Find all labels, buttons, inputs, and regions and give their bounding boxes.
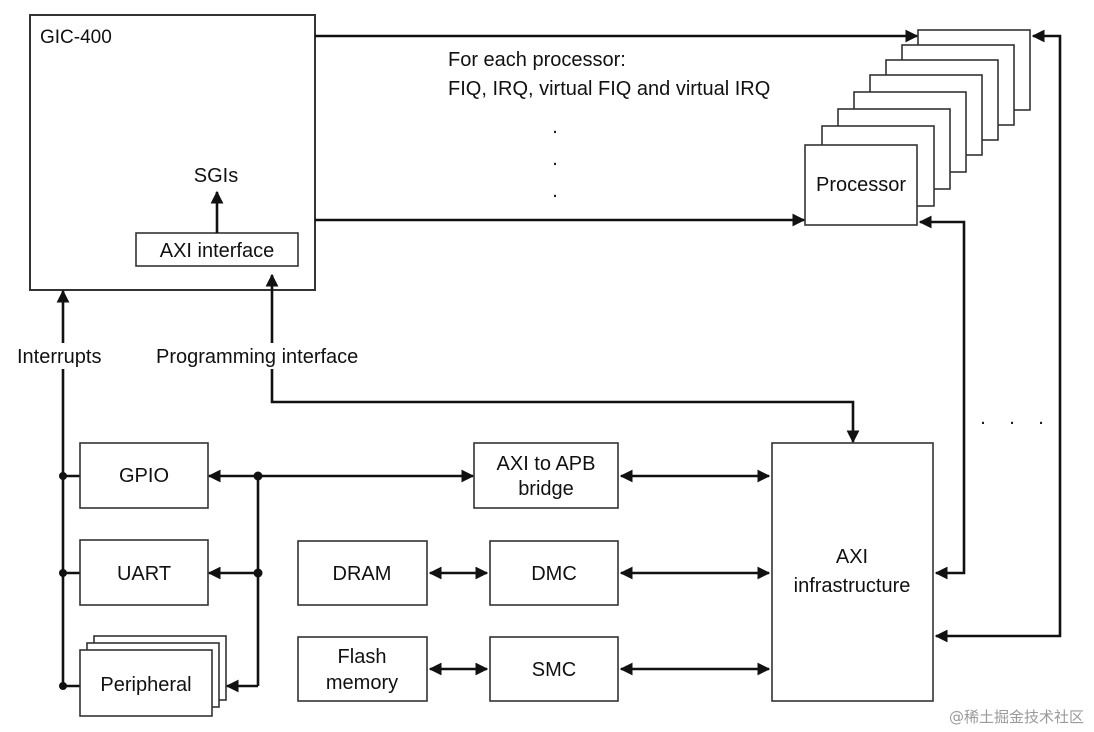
peripheral-block	[79, 649, 213, 717]
gpio-label: GPIO	[119, 465, 169, 487]
uart-label: UART	[117, 563, 171, 585]
watermark: @稀土掘金技术社区	[949, 708, 1084, 726]
axi-interface-label: AXI interface	[160, 240, 275, 262]
note-line-1: For each processor:	[448, 49, 626, 71]
axi-infrastructure-block	[771, 442, 934, 702]
processor-block	[804, 144, 918, 226]
ellipsis-dot: .	[552, 180, 558, 202]
axi-infra-label-line-1: AXI	[836, 546, 868, 568]
ellipsis-dot: .	[552, 116, 558, 138]
axi-interface-block	[135, 232, 299, 267]
flash-label-line-2: memory	[326, 672, 398, 694]
gpio-block	[79, 442, 209, 509]
dmc-label: DMC	[531, 563, 577, 585]
flash-label-line-1: Flash	[338, 646, 387, 668]
note-line-2: FIQ, IRQ, virtual FIQ and virtual IRQ	[448, 78, 770, 100]
processor-n-axi-link	[934, 29, 1062, 643]
axi-to-apb-label-line-1: AXI to APB	[497, 453, 596, 475]
smc-block	[489, 636, 619, 702]
gic-400-title: GIC-400	[40, 27, 112, 48]
ellipsis-dot: .	[1009, 407, 1015, 429]
interrupts-label: Interrupts	[17, 346, 101, 368]
programming-interface-line	[265, 273, 860, 444]
axi-infra-label-line-2: infrastructure	[794, 575, 911, 597]
flash-memory-block	[297, 636, 428, 702]
axi-to-apb-label-line-2: bridge	[518, 478, 574, 500]
axi-to-apb-bridge-block	[473, 442, 619, 509]
dram-block	[297, 540, 428, 606]
ellipsis-dot: .	[980, 407, 986, 429]
sgis-label: SGIs	[194, 165, 238, 187]
uart-block	[79, 539, 209, 606]
ellipsis-dot: .	[1038, 407, 1044, 429]
processor-label: Processor	[816, 174, 906, 196]
ellipsis-dot: .	[552, 148, 558, 170]
dram-label: DRAM	[333, 563, 392, 585]
programming-interface-label: Programming interface	[156, 346, 358, 368]
smc-label: SMC	[532, 659, 576, 681]
peripheral-label: Peripheral	[100, 674, 191, 696]
dmc-block	[489, 540, 619, 606]
